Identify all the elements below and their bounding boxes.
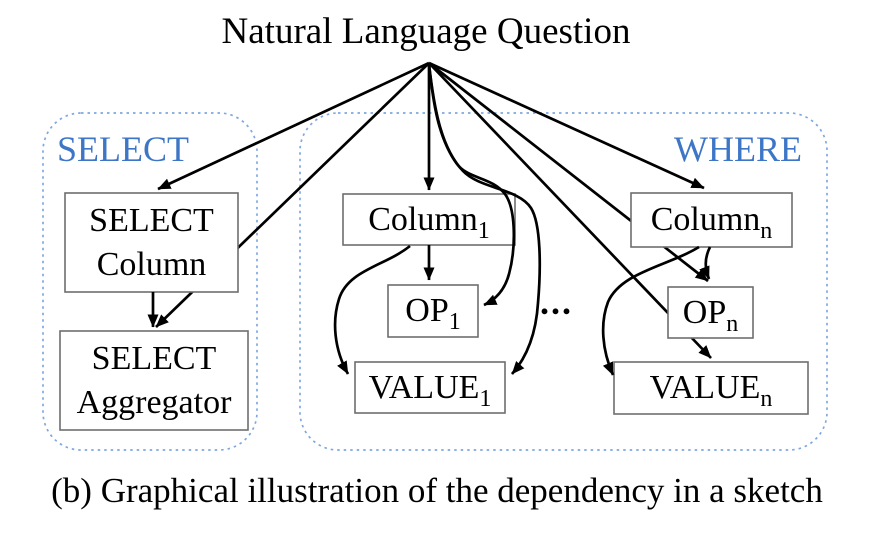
select-column-node: SELECT Column <box>65 193 238 292</box>
select-aggregator-line2: Aggregator <box>76 383 232 421</box>
opn-node: OPn <box>682 293 739 337</box>
value1-node: VALUE1 <box>368 368 492 412</box>
select-column-line2: Column <box>96 245 207 283</box>
select-aggregator-box <box>59 330 249 431</box>
figure-caption: (b) Graphical illustration of the depend… <box>51 471 823 510</box>
where-group-label: WHERE <box>674 129 802 169</box>
column1-box <box>342 193 516 246</box>
valuen-node: VALUEn <box>649 369 773 413</box>
select-group-label: SELECT <box>57 129 189 169</box>
columnn-box <box>630 192 793 248</box>
arrow-question-to-columnn <box>428 61 705 190</box>
figure-title: Natural Language Question <box>221 11 631 52</box>
valuen-box <box>613 361 809 415</box>
opn-box <box>667 286 754 339</box>
arrow-column1-to-value1 <box>333 244 411 375</box>
arrow-question-to-select-column <box>157 61 430 191</box>
arrow-columnn-to-opn <box>699 246 712 280</box>
select-column-line1: SELECT <box>89 201 214 239</box>
select-aggregator-node: SELECT Aggregator <box>60 331 248 430</box>
value1-box <box>354 361 506 414</box>
arrow-question-to-value1 <box>427 63 542 375</box>
select-group-box <box>42 112 258 451</box>
op1-node: OP1 <box>405 292 461 336</box>
between-groups-ellipsis: ... <box>540 282 573 322</box>
column1-node: Column1 <box>368 200 490 244</box>
select-aggregator-line1: SELECT <box>91 339 217 377</box>
select-column-box <box>64 192 239 293</box>
arrow-columnn-to-valuen <box>601 245 700 376</box>
columnn-node: Columnn <box>650 201 773 245</box>
arrow-question-to-op1 <box>427 63 516 307</box>
arrow-question-to-valuen <box>428 62 712 359</box>
op1-box <box>387 284 479 338</box>
